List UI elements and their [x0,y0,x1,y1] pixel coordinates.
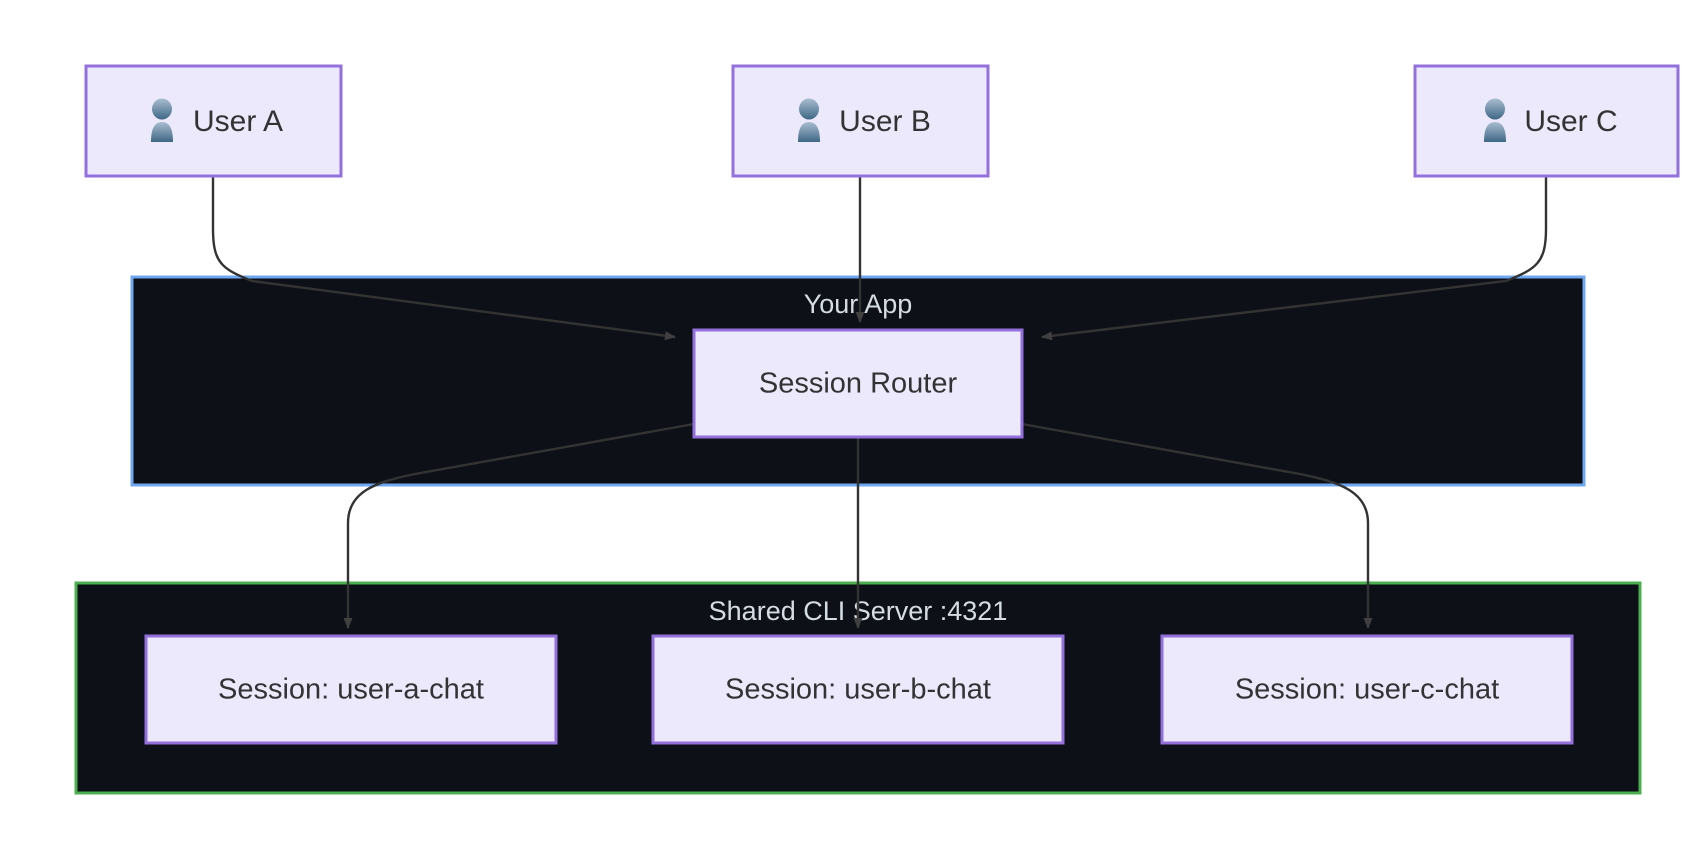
edge-session-router-to-session-c [1021,422,1373,629]
node-session-b[interactable]: Session: user-b-chat [651,634,1065,745]
node-user-a-label: User A [193,105,283,138]
node-session-b-rect[interactable] [651,634,1065,745]
node-user-a-rect[interactable] [84,64,343,178]
edge-user-c-to-session-router [1041,176,1548,341]
node-user-c-label: User C [1524,105,1617,138]
node-session-router-rect[interactable] [692,328,1024,439]
person-icon [798,98,820,142]
node-user-b[interactable]: User B [731,64,990,178]
person-icon [151,98,173,142]
node-session-c[interactable]: Session: user-c-chat [1160,634,1574,745]
node-session-b-label: Session: user-b-chat [725,674,991,706]
edge-session-router-to-session-a [343,422,695,629]
node-session-a[interactable]: Session: user-a-chat [144,634,558,745]
person-icon [1484,98,1506,142]
node-session-router-label: Session Router [759,368,958,400]
node-session-router[interactable]: Session Router [692,328,1024,439]
edge-user-a-to-session-router [211,176,676,341]
node-user-b-rect[interactable] [731,64,990,178]
edge-layer [211,176,1548,629]
node-user-b-label: User B [839,105,931,138]
cluster-your-app-label: Your App [804,289,913,319]
node-user-c-rect[interactable] [1413,64,1680,178]
node-session-a-label: Session: user-a-chat [218,674,484,706]
node-session-c-label: Session: user-c-chat [1235,674,1499,706]
node-session-a-rect[interactable] [144,634,558,745]
node-user-c[interactable]: User C [1413,64,1680,178]
node-session-c-rect[interactable] [1160,634,1574,745]
node-user-a[interactable]: User A [84,64,343,178]
